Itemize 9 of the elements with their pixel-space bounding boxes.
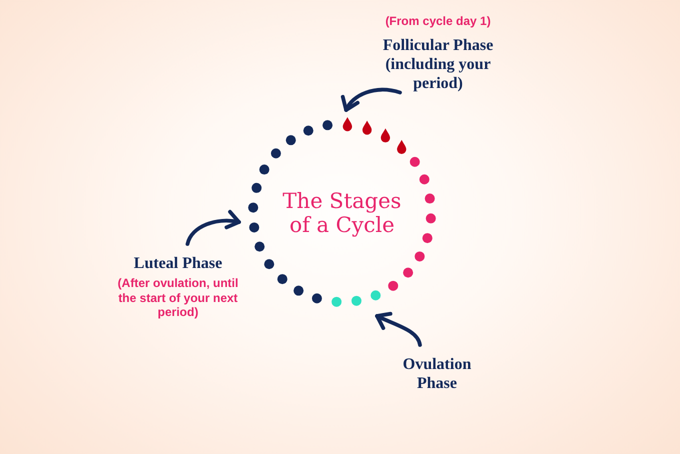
phase-heading: Ovulation Phase <box>402 355 472 393</box>
curved-arrow <box>186 210 241 246</box>
phase-note: (After ovulation, until the start of your next period) <box>116 276 240 320</box>
curved-arrow <box>342 88 402 112</box>
phase-heading: Luteal Phase <box>134 254 222 273</box>
phase-heading: Follicular Phase (including your period) <box>382 36 494 92</box>
cycle-title: The Stages of a Cycle <box>282 189 402 237</box>
phase-note: (From cycle day 1) <box>385 14 491 28</box>
curved-arrow <box>375 312 422 347</box>
